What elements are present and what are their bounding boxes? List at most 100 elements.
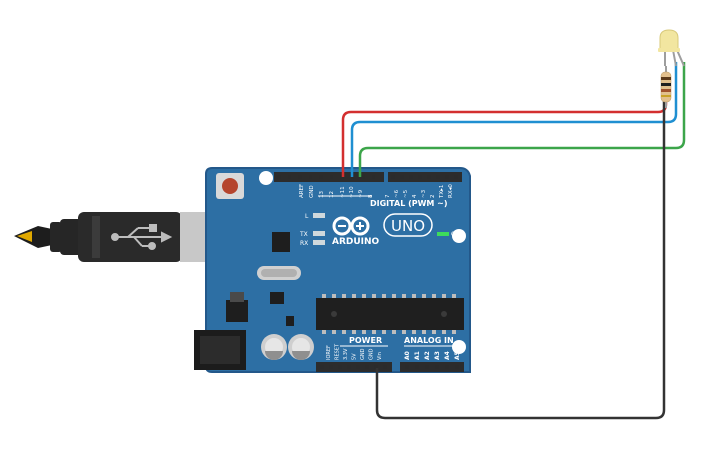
header-pin[interactable] xyxy=(320,365,324,369)
header-pin[interactable] xyxy=(400,175,404,179)
digital-pin-label: ~5 xyxy=(403,189,409,198)
header-pin[interactable] xyxy=(415,365,419,369)
analog-pin-label: A4 xyxy=(444,351,451,360)
chip-pin xyxy=(412,330,416,334)
power-pin-label: 3.3V xyxy=(343,348,349,360)
chip-pin xyxy=(342,294,346,298)
power-header[interactable] xyxy=(316,362,392,372)
analog-pin-label: A1 xyxy=(414,351,421,360)
chip-pin xyxy=(412,294,416,298)
chip-pin xyxy=(332,294,336,298)
power-pin-label: IOREF xyxy=(326,345,332,360)
header-pin[interactable] xyxy=(391,175,395,179)
chip-pin xyxy=(352,294,356,298)
chip-pin xyxy=(442,294,446,298)
header-pin[interactable] xyxy=(329,175,334,179)
header-pin[interactable] xyxy=(409,175,413,179)
header-pin[interactable] xyxy=(445,175,449,179)
header-pin[interactable] xyxy=(425,365,429,369)
chip-pin xyxy=(362,330,366,334)
chip-pin xyxy=(452,294,456,298)
power-jack[interactable] xyxy=(194,330,246,370)
power-pin-label: Vin xyxy=(377,352,383,360)
header-pin[interactable] xyxy=(454,175,458,179)
chip-pin xyxy=(392,330,396,334)
mount-hole xyxy=(452,340,466,354)
small-chip xyxy=(270,292,284,304)
wire-blue[interactable] xyxy=(350,62,678,177)
header-pin[interactable] xyxy=(347,365,351,369)
led-l-label: L xyxy=(305,213,309,220)
chip-pin xyxy=(422,294,426,298)
header-pin[interactable] xyxy=(435,365,439,369)
digital-header-right[interactable] xyxy=(388,172,462,182)
header-pin[interactable] xyxy=(427,175,431,179)
led[interactable] xyxy=(658,29,685,67)
header-pin[interactable] xyxy=(383,365,387,369)
power-pin-label: GND xyxy=(369,348,375,360)
digital-pin-label: 12 xyxy=(329,191,335,198)
digital-pin-label: 13 xyxy=(319,191,325,198)
wire-green[interactable] xyxy=(358,62,686,177)
header-pin[interactable] xyxy=(338,365,342,369)
header-pin[interactable] xyxy=(298,175,302,179)
header-pin[interactable] xyxy=(365,365,369,369)
usb-icon xyxy=(111,224,173,250)
header-pin[interactable] xyxy=(371,175,376,179)
chip-pin xyxy=(332,330,336,334)
header-pin[interactable] xyxy=(405,365,409,369)
analog-label: ANALOG IN xyxy=(404,336,454,345)
chip-pin xyxy=(342,330,346,334)
chip-pin xyxy=(322,330,326,334)
header-pin[interactable] xyxy=(445,365,449,369)
header-pin[interactable] xyxy=(455,365,459,369)
header-pin[interactable] xyxy=(308,175,313,179)
analog-pin-label: A2 xyxy=(424,351,431,360)
digital-pin-label: TX▸1 xyxy=(439,185,445,199)
header-pin[interactable] xyxy=(277,175,281,179)
analog-pin-label: A3 xyxy=(434,351,441,360)
digital-pin-label: RX◂0 xyxy=(448,184,454,198)
usb-cable[interactable] xyxy=(14,212,224,262)
digital-pin-label: 2 xyxy=(430,195,436,199)
header-pin[interactable] xyxy=(436,175,440,179)
digital-pin-label: ~9 xyxy=(358,189,364,198)
header-pin[interactable] xyxy=(418,175,422,179)
chip-pin xyxy=(382,330,386,334)
wire-red[interactable] xyxy=(341,80,668,177)
header-pin[interactable] xyxy=(361,175,365,179)
digital-label: DIGITAL (PWM ~) xyxy=(370,199,448,208)
resistor[interactable] xyxy=(660,66,672,108)
wire-black[interactable] xyxy=(375,100,666,420)
analog-header[interactable] xyxy=(400,362,464,372)
power-pin-label: 5V xyxy=(352,353,358,360)
digital-pin-label: ~3 xyxy=(421,189,427,198)
chip-pin xyxy=(382,294,386,298)
reset-button[interactable] xyxy=(216,173,244,199)
on-label: ON xyxy=(451,231,460,238)
mount-hole xyxy=(259,171,273,185)
capacitor xyxy=(261,334,287,360)
voltage-regulator xyxy=(226,300,248,322)
led-rx-label: RX xyxy=(300,240,308,247)
chip-pin xyxy=(322,294,326,298)
microcontroller-chip xyxy=(316,294,464,334)
chip-pin xyxy=(402,294,406,298)
digital-pin-label: ~10 xyxy=(349,186,355,198)
digital-pin-label: 4 xyxy=(412,194,418,198)
brand-text: ARDUINO xyxy=(332,237,380,247)
header-pin[interactable] xyxy=(329,365,333,369)
header-pin[interactable] xyxy=(356,365,360,369)
digital-pin-label: ~11 xyxy=(340,186,346,198)
arduino-logo-icon xyxy=(332,216,370,236)
chip-pin xyxy=(432,294,436,298)
header-pin[interactable] xyxy=(319,175,323,179)
digital-header-left[interactable] xyxy=(274,172,384,182)
header-pin[interactable] xyxy=(287,175,292,179)
chip-pin xyxy=(362,294,366,298)
header-pin[interactable] xyxy=(374,365,378,369)
